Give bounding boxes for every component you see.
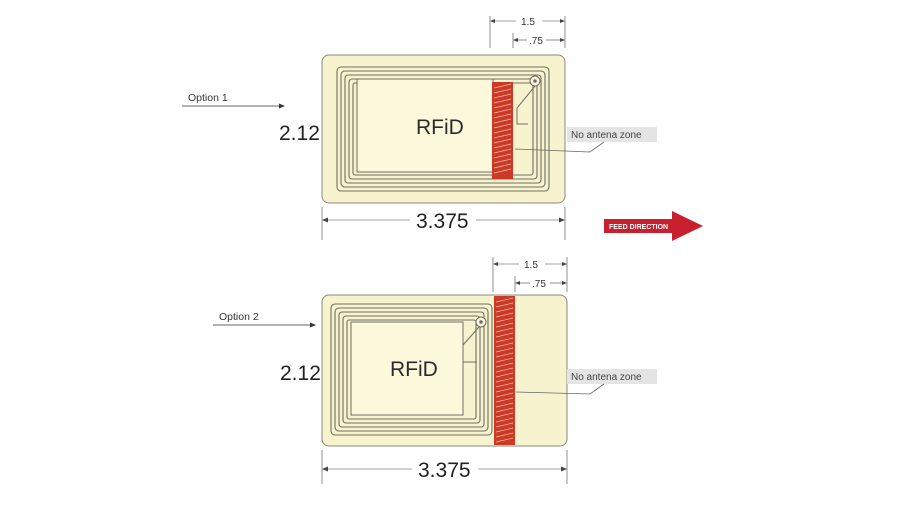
option-1-width-dimension (321, 207, 566, 240)
option-1-chip-window (356, 78, 494, 173)
option-2-width-dimension (321, 450, 568, 484)
option-2-zone-label-bg (567, 369, 657, 384)
option-1-zone-hatch (493, 83, 512, 174)
option-2-zone-leader (515, 383, 605, 395)
option-1-label: Option 1 (188, 92, 228, 104)
option-1-zone-label: No antena zone (571, 130, 642, 141)
option-1-top-dimensions (489, 16, 566, 48)
option-2-zone-label: No antena zone (571, 372, 642, 383)
feed-direction-label: FEED DIRECTION (609, 224, 668, 231)
option-1-height: 2.12 (279, 122, 320, 145)
option-1-pointer-head (279, 103, 285, 109)
option-2-chip-label: RFiD (390, 358, 438, 381)
option-2-label: Option 2 (219, 311, 259, 323)
option-1-zone-leader (514, 141, 605, 153)
option-2-top-dimensions (492, 257, 568, 292)
option-2-dim-inner: .75 (532, 279, 546, 290)
option-2-dim-outer: 1.5 (524, 260, 538, 271)
option-1-dim-outer: 1.5 (521, 17, 535, 28)
option-2-chip-window (350, 321, 464, 416)
option-1: Option 1 2.12 (182, 16, 657, 240)
option-1-chip-label: RFiD (416, 116, 464, 139)
option-2-bridge (462, 326, 480, 363)
option-2-zone-hatch (495, 297, 514, 443)
option-2-height: 2.12 (280, 362, 321, 385)
feed-direction-arrow: FEED DIRECTION (604, 211, 703, 241)
option-2-pointer-head (310, 322, 316, 328)
option-2: Option 2 2.12 (213, 257, 657, 484)
option-1-width: 3.375 (416, 210, 469, 233)
option-2-width: 3.375 (418, 459, 471, 482)
option-1-dim-inner: .75 (529, 36, 543, 47)
option-1-zone-label-bg (567, 127, 657, 142)
option-2-no-antenna-zone (494, 296, 515, 445)
option-1-bridge (516, 85, 536, 125)
option-2-antenna (330, 303, 493, 436)
